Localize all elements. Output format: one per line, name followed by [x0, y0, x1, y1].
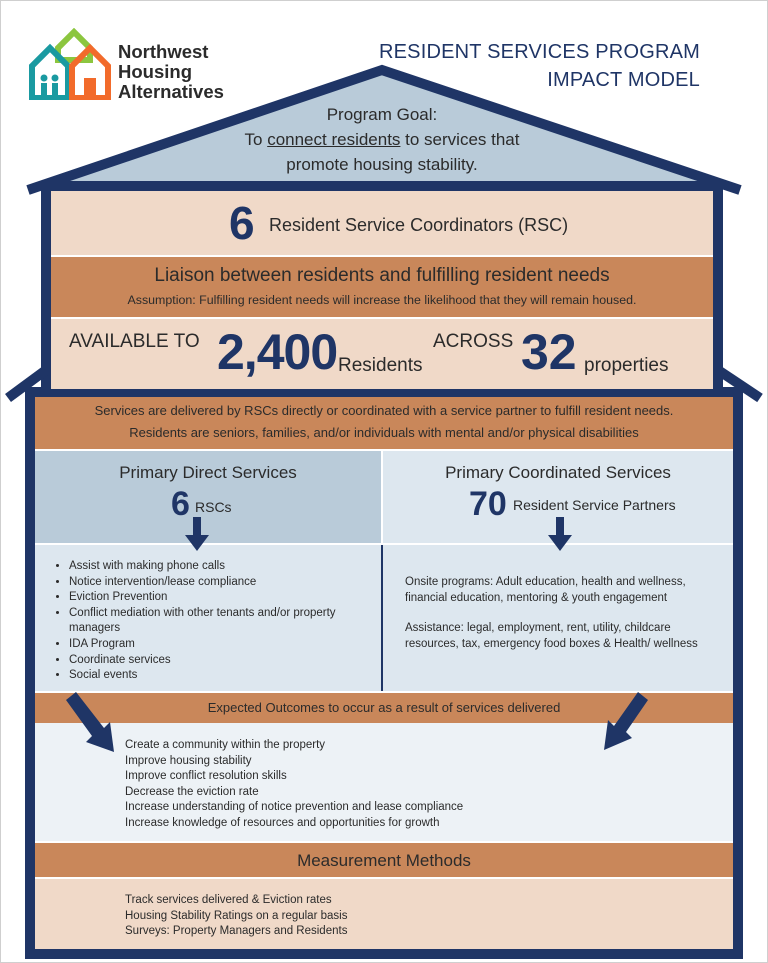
title-line1: RESIDENT SERVICES PROGRAM [379, 41, 700, 63]
coordinated-number: 70 [469, 485, 507, 523]
goal-line1: To connect residents to services that [150, 127, 614, 152]
direct-service-item: Conflict mediation with other tenants an… [69, 606, 389, 637]
outcome-item: Increase knowledge of resources and oppo… [125, 816, 440, 829]
coordinated-para2: Assistance: legal, employment, rent, uti… [405, 622, 698, 650]
residents-label: Residents [338, 355, 423, 376]
outcomes-header-band: Expected Outcomes to occur as a result o… [35, 693, 733, 723]
org-name: Northwest Housing Alternatives [118, 42, 224, 102]
residents-number: 2,400 [217, 324, 338, 380]
coordinated-services-panel: Onsite programs: Adult education, health… [383, 545, 733, 691]
upper-roof-outline [26, 64, 742, 195]
org-name-line2: Housing [118, 61, 192, 82]
direct-service-item: Social events [69, 668, 389, 684]
direct-number: 6 [171, 485, 190, 523]
measurement-header: Measurement Methods [297, 851, 471, 870]
direct-service-item: Assist with making phone calls [69, 559, 389, 575]
goal-line2: promote housing stability. [286, 155, 478, 174]
direct-service-item: IDA Program [69, 637, 389, 653]
measurement-panel: Track services delivered & Eviction rate… [35, 879, 733, 949]
title-line2: IMPACT MODEL [547, 69, 700, 91]
coordinated-para1: Onsite programs: Adult education, health… [405, 576, 686, 604]
outcome-item: Increase understanding of notice prevent… [125, 801, 464, 814]
roof-fill [38, 72, 722, 182]
logo-icon [29, 28, 111, 100]
delivery-band: Services are delivered by RSCs directly … [35, 397, 733, 449]
delivery-line2: Residents are seniors, families, and/or … [129, 425, 639, 440]
outcome-item: Improve housing stability [125, 754, 252, 767]
left-eave [5, 365, 49, 403]
coordinated-services-header: Primary Coordinated Services 70 Resident… [383, 451, 733, 543]
measurement-item: Surveys: Property Managers and Residents [125, 925, 348, 938]
liaison-row: Liaison between residents and fulfilling… [51, 257, 713, 317]
direct-service-item: Eviction Prevention [69, 590, 389, 606]
direct-service-item: Coordinate services [69, 653, 389, 669]
direct-title: Primary Direct Services [119, 463, 297, 482]
goal-line1-pre: To [244, 130, 268, 149]
program-goal: Program Goal: To connect residents to se… [150, 102, 614, 177]
column-divider [381, 545, 383, 691]
page-title: RESIDENT SERVICES PROGRAM IMPACT MODEL [379, 38, 700, 94]
direct-services-panel: Assist with making phone callsNotice int… [35, 545, 381, 691]
org-name-line1: Northwest [118, 41, 209, 62]
properties-label: properties [584, 355, 669, 376]
liaison-title: Liaison between residents and fulfilling… [154, 265, 610, 286]
coordinated-title: Primary Coordinated Services [445, 463, 671, 482]
lower-house-walls [25, 387, 743, 959]
direct-services-header: Primary Direct Services 6 RSCs [35, 451, 381, 543]
direct-services-list: Assist with making phone callsNotice int… [55, 559, 389, 684]
measurement-item: Track services delivered & Eviction rate… [125, 894, 332, 906]
across-label: ACROSS [433, 331, 514, 352]
coordinators-row: 6 Resident Service Coordinators (RSC) [51, 191, 713, 255]
liaison-assumption: Assumption: Fulfilling resident needs wi… [127, 293, 637, 307]
direct-service-item: Notice intervention/lease compliance [69, 575, 389, 591]
goal-line1-link: connect residents [267, 130, 401, 149]
availability-row: AVAILABLE TO 2,400 Residents ACROSS 32 p… [51, 319, 713, 389]
delivery-line1: Services are delivered by RSCs directly … [94, 403, 674, 418]
outcome-item: Decrease the eviction rate [125, 785, 259, 798]
direct-unit: RSCs [195, 499, 232, 515]
available-prefix: AVAILABLE TO [69, 331, 200, 352]
coordinators-label: Resident Service Coordinators (RSC) [269, 215, 569, 235]
goal-line1-post: to services that [400, 130, 520, 149]
goal-heading: Program Goal: [326, 105, 438, 124]
coordinated-unit: Resident Service Partners [513, 497, 676, 513]
measurement-item: Housing Stability Ratings on a regular b… [125, 909, 348, 922]
measurement-header-band: Measurement Methods [35, 843, 733, 877]
outcomes-header: Expected Outcomes to occur as a result o… [207, 700, 561, 715]
outcome-item: Improve conflict resolution skills [125, 770, 287, 783]
coordinators-number: 6 [229, 197, 255, 249]
right-eave [715, 365, 763, 403]
properties-number: 32 [521, 324, 577, 380]
measurement-list: Track services delivered & Eviction rate… [125, 893, 347, 940]
outcome-item: Create a community within the property [125, 739, 326, 751]
org-name-line3: Alternatives [118, 81, 224, 102]
